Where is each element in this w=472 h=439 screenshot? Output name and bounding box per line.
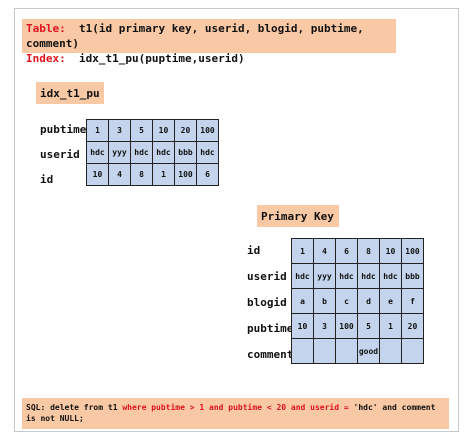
index-row-id: 10 4 8 1 100 6 (86, 163, 219, 186)
pk-cell: e (379, 288, 402, 314)
pk-cell: 100 (401, 238, 424, 264)
pk-cell: 4 (313, 238, 336, 264)
pk-row-label-userid: userid (247, 270, 287, 283)
pk-cell: 5 (357, 313, 380, 339)
index-def-text: idx_t1_pu(puptime,userid) (79, 52, 245, 65)
index-table: 1 3 5 10 20 100 hdc yyy hdc hdc bbb hdc … (86, 119, 219, 186)
pk-cell: c (335, 288, 358, 314)
pk-row-id: 1 4 6 8 10 100 (291, 238, 424, 264)
index-definition: Index: idx_t1_pu(puptime,userid) (26, 51, 392, 66)
pk-row-blogid: a b c d e f (291, 288, 424, 314)
sql-statement: SQL: delete from t1 where pubtime > 1 an… (22, 398, 449, 429)
index-keyword: Index: (26, 52, 66, 65)
pk-cell: 6 (335, 238, 358, 264)
index-row-userid: hdc yyy hdc hdc bbb hdc (86, 141, 219, 164)
index-cell: 10 (86, 163, 109, 186)
table-definition: Table: t1(id primary key, userid, blogid… (26, 21, 392, 51)
pk-cell: 10 (291, 313, 314, 339)
index-cell: 20 (174, 119, 197, 142)
pk-cell: good (357, 338, 380, 364)
pk-cell: 20 (401, 313, 424, 339)
pk-cell: bbb (401, 263, 424, 289)
index-cell: bbb (174, 141, 197, 164)
primary-key-title: Primary Key (257, 205, 339, 227)
pk-row-label-pubtime: pubtime (247, 322, 294, 335)
pk-cell: 3 (313, 313, 336, 339)
index-row-label-id: id (40, 173, 54, 186)
index-cell: hdc (196, 141, 219, 164)
pk-row-userid: hdc yyy hdc hdc hdc bbb (291, 263, 424, 289)
pk-row-label-comment: comment (247, 348, 294, 361)
pk-cell: hdc (379, 263, 402, 289)
pk-cell (335, 338, 358, 364)
index-cell: 6 (196, 163, 219, 186)
pk-cell (401, 338, 424, 364)
pk-cell: 1 (379, 313, 402, 339)
index-cell: 1 (86, 119, 109, 142)
pk-row-comment: good (291, 338, 424, 364)
pk-cell (313, 338, 336, 364)
primary-key-table: 1 4 6 8 10 100 hdc yyy hdc hdc hdc bbb a… (291, 238, 424, 364)
pk-cell: a (291, 288, 314, 314)
pk-cell: yyy (313, 263, 336, 289)
pk-cell: 10 (379, 238, 402, 264)
pk-row-label-id: id (247, 244, 261, 257)
pk-cell: f (401, 288, 424, 314)
index-cell: hdc (130, 141, 153, 164)
index-cell: yyy (108, 141, 131, 164)
pk-cell (291, 338, 314, 364)
sql-suffix: 'hdc' and comment is not NULL; (26, 403, 436, 423)
pk-row-label-blogid: blogid (247, 296, 287, 309)
pk-cell: hdc (335, 263, 358, 289)
pk-cell: hdc (357, 263, 380, 289)
pk-cell: b (313, 288, 336, 314)
index-cell: 10 (152, 119, 175, 142)
pk-cell (379, 338, 402, 364)
index-cell: 1 (152, 163, 175, 186)
index-cell: 8 (130, 163, 153, 186)
pk-cell: 8 (357, 238, 380, 264)
pk-cell: hdc (291, 263, 314, 289)
index-cell: 100 (174, 163, 197, 186)
index-title: idx_t1_pu (36, 82, 104, 104)
index-row-label-pubtime: pubtime (40, 123, 87, 136)
table-def-text: t1(id primary key, userid, blogid, pubti… (26, 22, 364, 50)
index-cell: 100 (196, 119, 219, 142)
table-keyword: Table: (26, 22, 66, 35)
schema-header: Table: t1(id primary key, userid, blogid… (22, 19, 396, 65)
index-cell: 4 (108, 163, 131, 186)
pk-cell: 100 (335, 313, 358, 339)
sql-where-clause: where pubtime > 1 and pubtime < 20 and u… (122, 403, 354, 412)
index-row-label-userid: userid (40, 148, 80, 161)
index-cell: hdc (152, 141, 175, 164)
pk-row-pubtime: 10 3 100 5 1 20 (291, 313, 424, 339)
pk-cell: d (357, 288, 380, 314)
diagram-frame (14, 8, 459, 432)
index-cell: hdc (86, 141, 109, 164)
index-cell: 5 (130, 119, 153, 142)
index-row-pubtime: 1 3 5 10 20 100 (86, 119, 219, 142)
pk-cell: 1 (291, 238, 314, 264)
sql-prefix: SQL: delete from t1 (26, 403, 123, 412)
index-cell: 3 (108, 119, 131, 142)
